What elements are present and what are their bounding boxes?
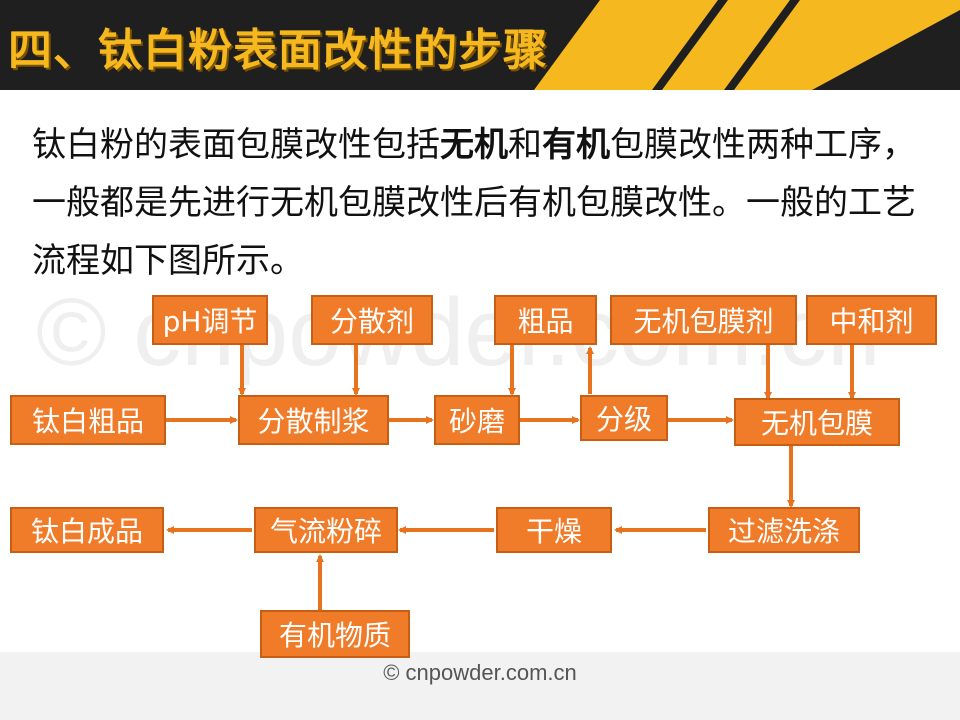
intro-bold-organic: 有机 [542,125,610,165]
decorative-stripes [534,0,960,90]
node-jet-mill: 气流粉碎 [254,507,398,553]
title-bar: 四、钛白粉表面改性的步骤 [0,0,960,90]
footer-watermark: © cnpowder.com.cn [383,660,577,685]
node-slurry: 分散制浆 [238,395,389,445]
bottom-strip [0,652,960,720]
intro-bold-inorganic: 无机 [440,125,508,165]
node-ph-adjust: pH调节 [152,295,268,345]
node-raw-tio2: 钛白粗品 [10,395,166,445]
node-filter-wash: 过滤洗涤 [708,507,860,553]
intro-text-2: 和 [508,125,542,165]
node-classify: 分级 [580,395,668,441]
node-grinding: 砂磨 [434,395,520,445]
node-organic: 有机物质 [260,610,410,658]
node-dispersant: 分散剂 [311,295,433,345]
node-product: 钛白成品 [10,507,164,553]
intro-paragraph: 钛白粉的表面包膜改性包括无机和有机包膜改性两种工序，一般都是先进行无机包膜改性后… [32,116,932,290]
node-neutralizer: 中和剂 [806,295,937,345]
slide-title: 四、钛白粉表面改性的步骤 [8,25,548,76]
node-inorganic-coat: 无机包膜 [734,398,900,446]
node-coarse: 粗品 [494,295,597,345]
node-drying: 干燥 [496,507,612,553]
intro-text-3: 包膜改性两种工序，一般都是先进行无机包膜改性后有机包膜改性。一般的工艺流程如下图… [32,125,916,281]
node-inorganic-agent: 无机包膜剂 [610,295,797,345]
intro-text-1: 钛白粉的表面包膜改性包括 [32,125,440,165]
